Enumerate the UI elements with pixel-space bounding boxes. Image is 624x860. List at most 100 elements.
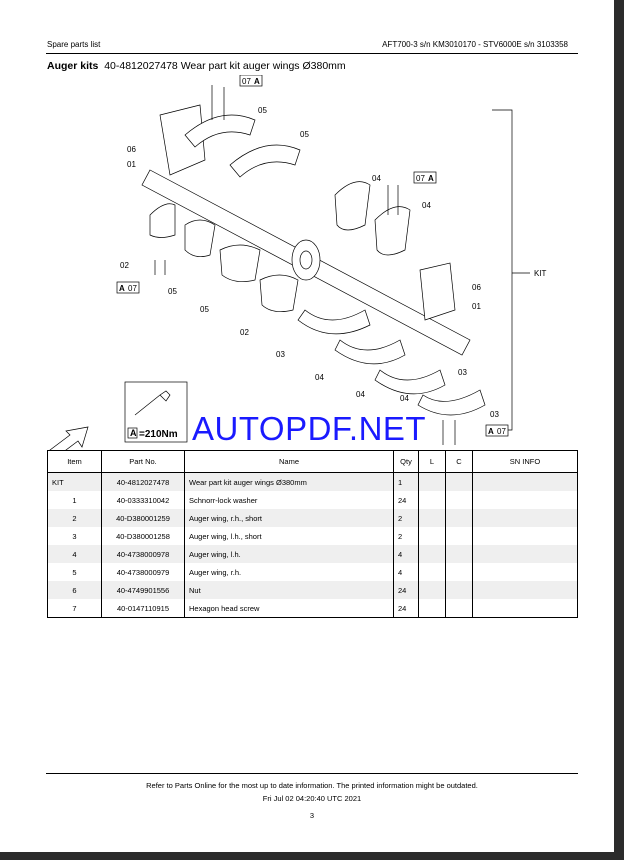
svg-text:05: 05 bbox=[200, 305, 209, 314]
sn-info-cell bbox=[472, 599, 578, 618]
part-no-cell: 40-4738000978 bbox=[101, 545, 185, 563]
c-cell bbox=[445, 509, 473, 527]
part-no-cell: 40-4812027478 bbox=[101, 472, 185, 491]
qty-cell: 2 bbox=[393, 527, 419, 545]
l-cell bbox=[418, 581, 446, 599]
sn-info-cell bbox=[472, 491, 578, 509]
col-sn-info: SN INFO bbox=[472, 450, 578, 473]
name-cell: Auger wing, r.h. bbox=[184, 563, 394, 581]
wrench-icon bbox=[134, 390, 171, 416]
qty-cell: 4 bbox=[393, 563, 419, 581]
sn-info-cell bbox=[472, 563, 578, 581]
header-divider bbox=[46, 53, 578, 54]
svg-text:07: 07 bbox=[497, 427, 506, 436]
c-cell bbox=[445, 491, 473, 509]
bolts bbox=[154, 85, 456, 445]
svg-text:02: 02 bbox=[240, 328, 249, 337]
footer-notice: Refer to Parts Online for the most up to… bbox=[146, 781, 478, 790]
svg-text:07: 07 bbox=[128, 284, 137, 293]
col-c: C bbox=[445, 450, 473, 473]
part-no-cell: 40-0333310042 bbox=[101, 491, 185, 509]
l-cell bbox=[418, 491, 446, 509]
item-cell: 3 bbox=[47, 527, 102, 545]
name-cell: Nut bbox=[184, 581, 394, 599]
svg-text:06: 06 bbox=[127, 145, 136, 154]
part-no-cell: 40-4749901556 bbox=[101, 581, 185, 599]
c-cell bbox=[445, 472, 473, 491]
svg-text:07: 07 bbox=[242, 77, 251, 86]
col-part-no: Part No. bbox=[101, 450, 185, 473]
svg-text:=210Nm: =210Nm bbox=[139, 429, 178, 440]
col-l: L bbox=[418, 450, 446, 473]
qty-cell: 4 bbox=[393, 545, 419, 563]
svg-text:04: 04 bbox=[400, 394, 409, 403]
name-cell: Wear part kit auger wings Ø380mm bbox=[184, 472, 394, 491]
svg-text:05: 05 bbox=[258, 106, 267, 115]
name-cell: Hexagon head screw bbox=[184, 599, 394, 618]
col-name: Name bbox=[184, 450, 394, 473]
c-cell bbox=[445, 581, 473, 599]
svg-text:A: A bbox=[488, 427, 494, 436]
svg-text:04: 04 bbox=[372, 174, 381, 183]
svg-text:04: 04 bbox=[356, 390, 365, 399]
name-cell: Auger wing, l.h., short bbox=[184, 527, 394, 545]
sn-info-cell bbox=[472, 527, 578, 545]
svg-text:01: 01 bbox=[472, 302, 481, 311]
item-cell: 5 bbox=[47, 563, 102, 581]
svg-text:07: 07 bbox=[416, 174, 425, 183]
sn-info-cell bbox=[472, 545, 578, 563]
sn-info-cell bbox=[472, 581, 578, 599]
col-item: Item bbox=[47, 450, 102, 473]
svg-text:A: A bbox=[130, 428, 137, 438]
col-qty: Qty bbox=[393, 450, 419, 473]
kit-title: 40-4812027478 Wear part kit auger wings … bbox=[104, 60, 346, 72]
item-cell: 1 bbox=[47, 491, 102, 509]
svg-text:06: 06 bbox=[472, 283, 481, 292]
svg-text:03: 03 bbox=[458, 368, 467, 377]
svg-text:01: 01 bbox=[127, 160, 136, 169]
table-header: Item Part No. Name Qty L C SN INFO bbox=[47, 450, 578, 473]
svg-text:A: A bbox=[428, 174, 434, 183]
section-name: Auger kits bbox=[47, 60, 99, 72]
l-cell bbox=[418, 545, 446, 563]
qty-cell: 24 bbox=[393, 599, 419, 618]
auger-wings bbox=[149, 114, 486, 416]
svg-text:03: 03 bbox=[490, 410, 499, 419]
part-no-cell: 40-D380001258 bbox=[101, 527, 185, 545]
header-left: Spare parts list bbox=[47, 40, 101, 49]
part-no-cell: 40-0147110915 bbox=[101, 599, 185, 618]
l-cell bbox=[418, 509, 446, 527]
header-right: AFT700-3 s/n KM3010170 - STV6000E s/n 31… bbox=[382, 40, 568, 49]
sn-info-cell bbox=[472, 509, 578, 527]
item-cell: 2 bbox=[47, 509, 102, 527]
l-cell bbox=[418, 527, 446, 545]
c-cell bbox=[445, 545, 473, 563]
c-cell bbox=[445, 563, 473, 581]
l-cell bbox=[418, 472, 446, 491]
l-cell bbox=[418, 563, 446, 581]
sn-info-cell bbox=[472, 472, 578, 491]
name-cell: Schnorr-lock washer bbox=[184, 491, 394, 509]
watermark: AUTOPDF.NET bbox=[192, 410, 427, 447]
svg-text:05: 05 bbox=[300, 130, 309, 139]
footer-divider bbox=[46, 773, 578, 774]
item-cell: KIT bbox=[47, 472, 102, 491]
qty-cell: 2 bbox=[393, 509, 419, 527]
document-page: Spare parts list AFT700-3 s/n KM3010170 … bbox=[0, 0, 614, 852]
kit-label: KIT bbox=[534, 269, 547, 278]
c-cell bbox=[445, 527, 473, 545]
svg-text:03: 03 bbox=[276, 350, 285, 359]
item-cell: 4 bbox=[47, 545, 102, 563]
c-cell bbox=[445, 599, 473, 618]
page-number: 3 bbox=[309, 811, 315, 820]
item-cell: 7 bbox=[47, 599, 102, 618]
